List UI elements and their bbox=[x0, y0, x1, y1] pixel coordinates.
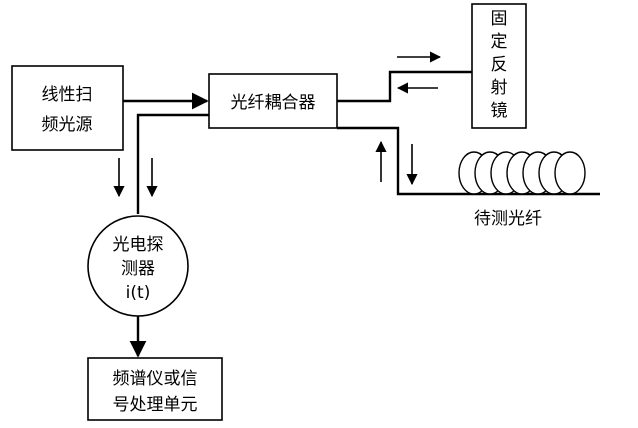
fixed-mirror-block: 固 定 反 射 镜 bbox=[471, 3, 527, 129]
detector-label-line1: 光电探 bbox=[113, 235, 164, 255]
laser-source-label-line2: 频光源 bbox=[42, 115, 93, 135]
fiber-coupler-block: 光纤耦合器 bbox=[208, 73, 338, 129]
mirror-label-char3: 反 bbox=[491, 55, 508, 75]
laser-source-block: 线性扫 频光源 bbox=[11, 65, 124, 151]
fiber-coil bbox=[458, 151, 586, 195]
fiber-coupler-label: 光纤耦合器 bbox=[231, 93, 316, 113]
coupler-to-fiber-line bbox=[337, 126, 600, 196]
mirror-label-char1: 固 bbox=[491, 9, 508, 29]
mirror-label-char4: 射 bbox=[491, 78, 508, 98]
mirror-label-char5: 镜 bbox=[491, 101, 508, 121]
detector-label-line3: i(t) bbox=[126, 283, 151, 303]
photodetector-block: 光电探 测器 i(t) bbox=[87, 215, 189, 317]
analyzer-block: 频谱仪或信 号处理单元 bbox=[87, 357, 223, 421]
analyzer-label-line2: 号处理单元 bbox=[113, 395, 198, 415]
coupler-to-detector-line bbox=[136, 113, 209, 214]
laser-source-label-line1: 线性扫 bbox=[42, 85, 93, 105]
detector-label-line2: 测器 bbox=[121, 259, 155, 279]
mirror-label-char2: 定 bbox=[491, 32, 508, 52]
analyzer-label-line1: 频谱仪或信 bbox=[113, 369, 198, 389]
coupler-to-mirror-line bbox=[337, 70, 472, 103]
fiber-under-test-label: 待测光纤 bbox=[474, 209, 542, 229]
